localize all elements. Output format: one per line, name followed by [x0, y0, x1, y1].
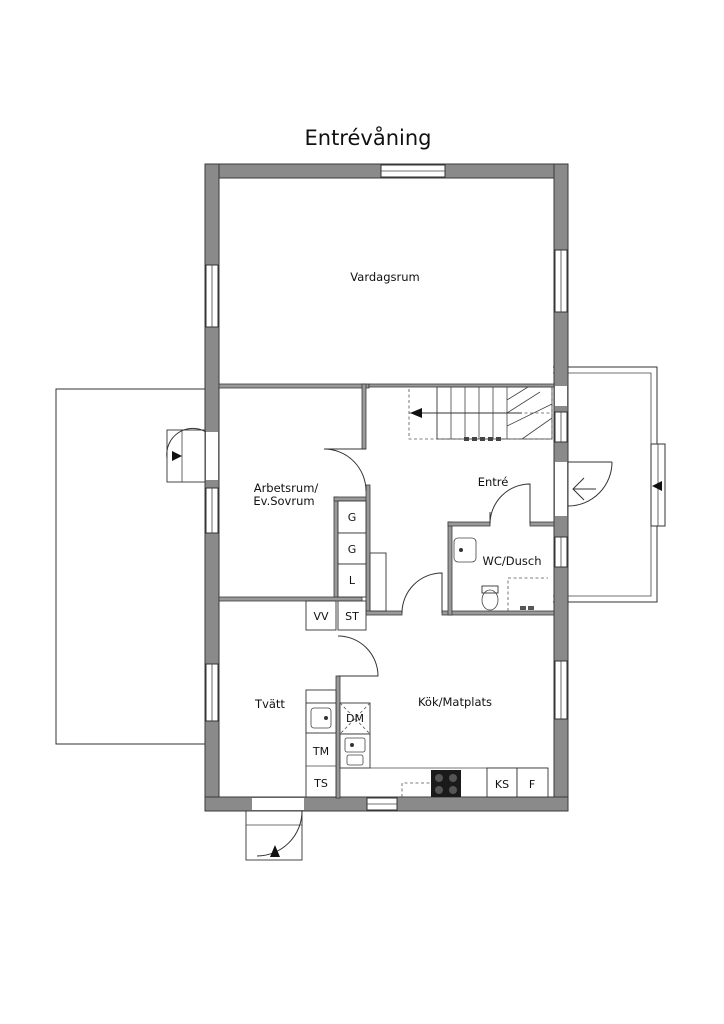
- room-label-arbetsrum-line2: Ev.Sovrum: [253, 494, 314, 508]
- wall-openings: [206, 386, 567, 810]
- plan-title: Entrévåning: [305, 125, 432, 150]
- room-label-wc: WC/Dusch: [482, 554, 541, 568]
- laundry-fixtures: [305, 689, 337, 798]
- room-label-entre: Entré: [478, 475, 509, 489]
- linen-cabinet-label: L: [349, 574, 356, 587]
- tumble-dryer-label: TS: [313, 777, 328, 790]
- room-label-arbetsrum-line1: Arbetsrum/: [254, 481, 319, 495]
- interior-walls: [218, 383, 555, 799]
- room-label-vardagsrum: Vardagsrum: [350, 270, 419, 284]
- dishwasher-label: DM: [346, 712, 364, 725]
- doors: [166, 427, 662, 861]
- storage-label: ST: [345, 610, 359, 623]
- washing-machine-label: TM: [312, 745, 329, 758]
- wardrobe-g2-label: G: [348, 543, 357, 556]
- bathroom-fixtures: [453, 537, 548, 611]
- porch-right: [553, 366, 666, 603]
- utility-cabinets: [305, 600, 367, 631]
- room-label-tvatt: Tvätt: [254, 697, 285, 711]
- terrace-left: [55, 388, 205, 745]
- wardrobe-g1-label: G: [348, 511, 357, 524]
- wardrobes: [337, 500, 387, 612]
- room-label-kok: Kök/Matplats: [418, 695, 492, 709]
- staircase: [408, 386, 553, 441]
- kitchen-fixtures: [339, 702, 549, 798]
- windows: [205, 164, 568, 811]
- fridge-freezer-label: KS: [495, 778, 509, 791]
- water-heater-label: VV: [313, 610, 329, 623]
- freezer-label: F: [529, 778, 535, 791]
